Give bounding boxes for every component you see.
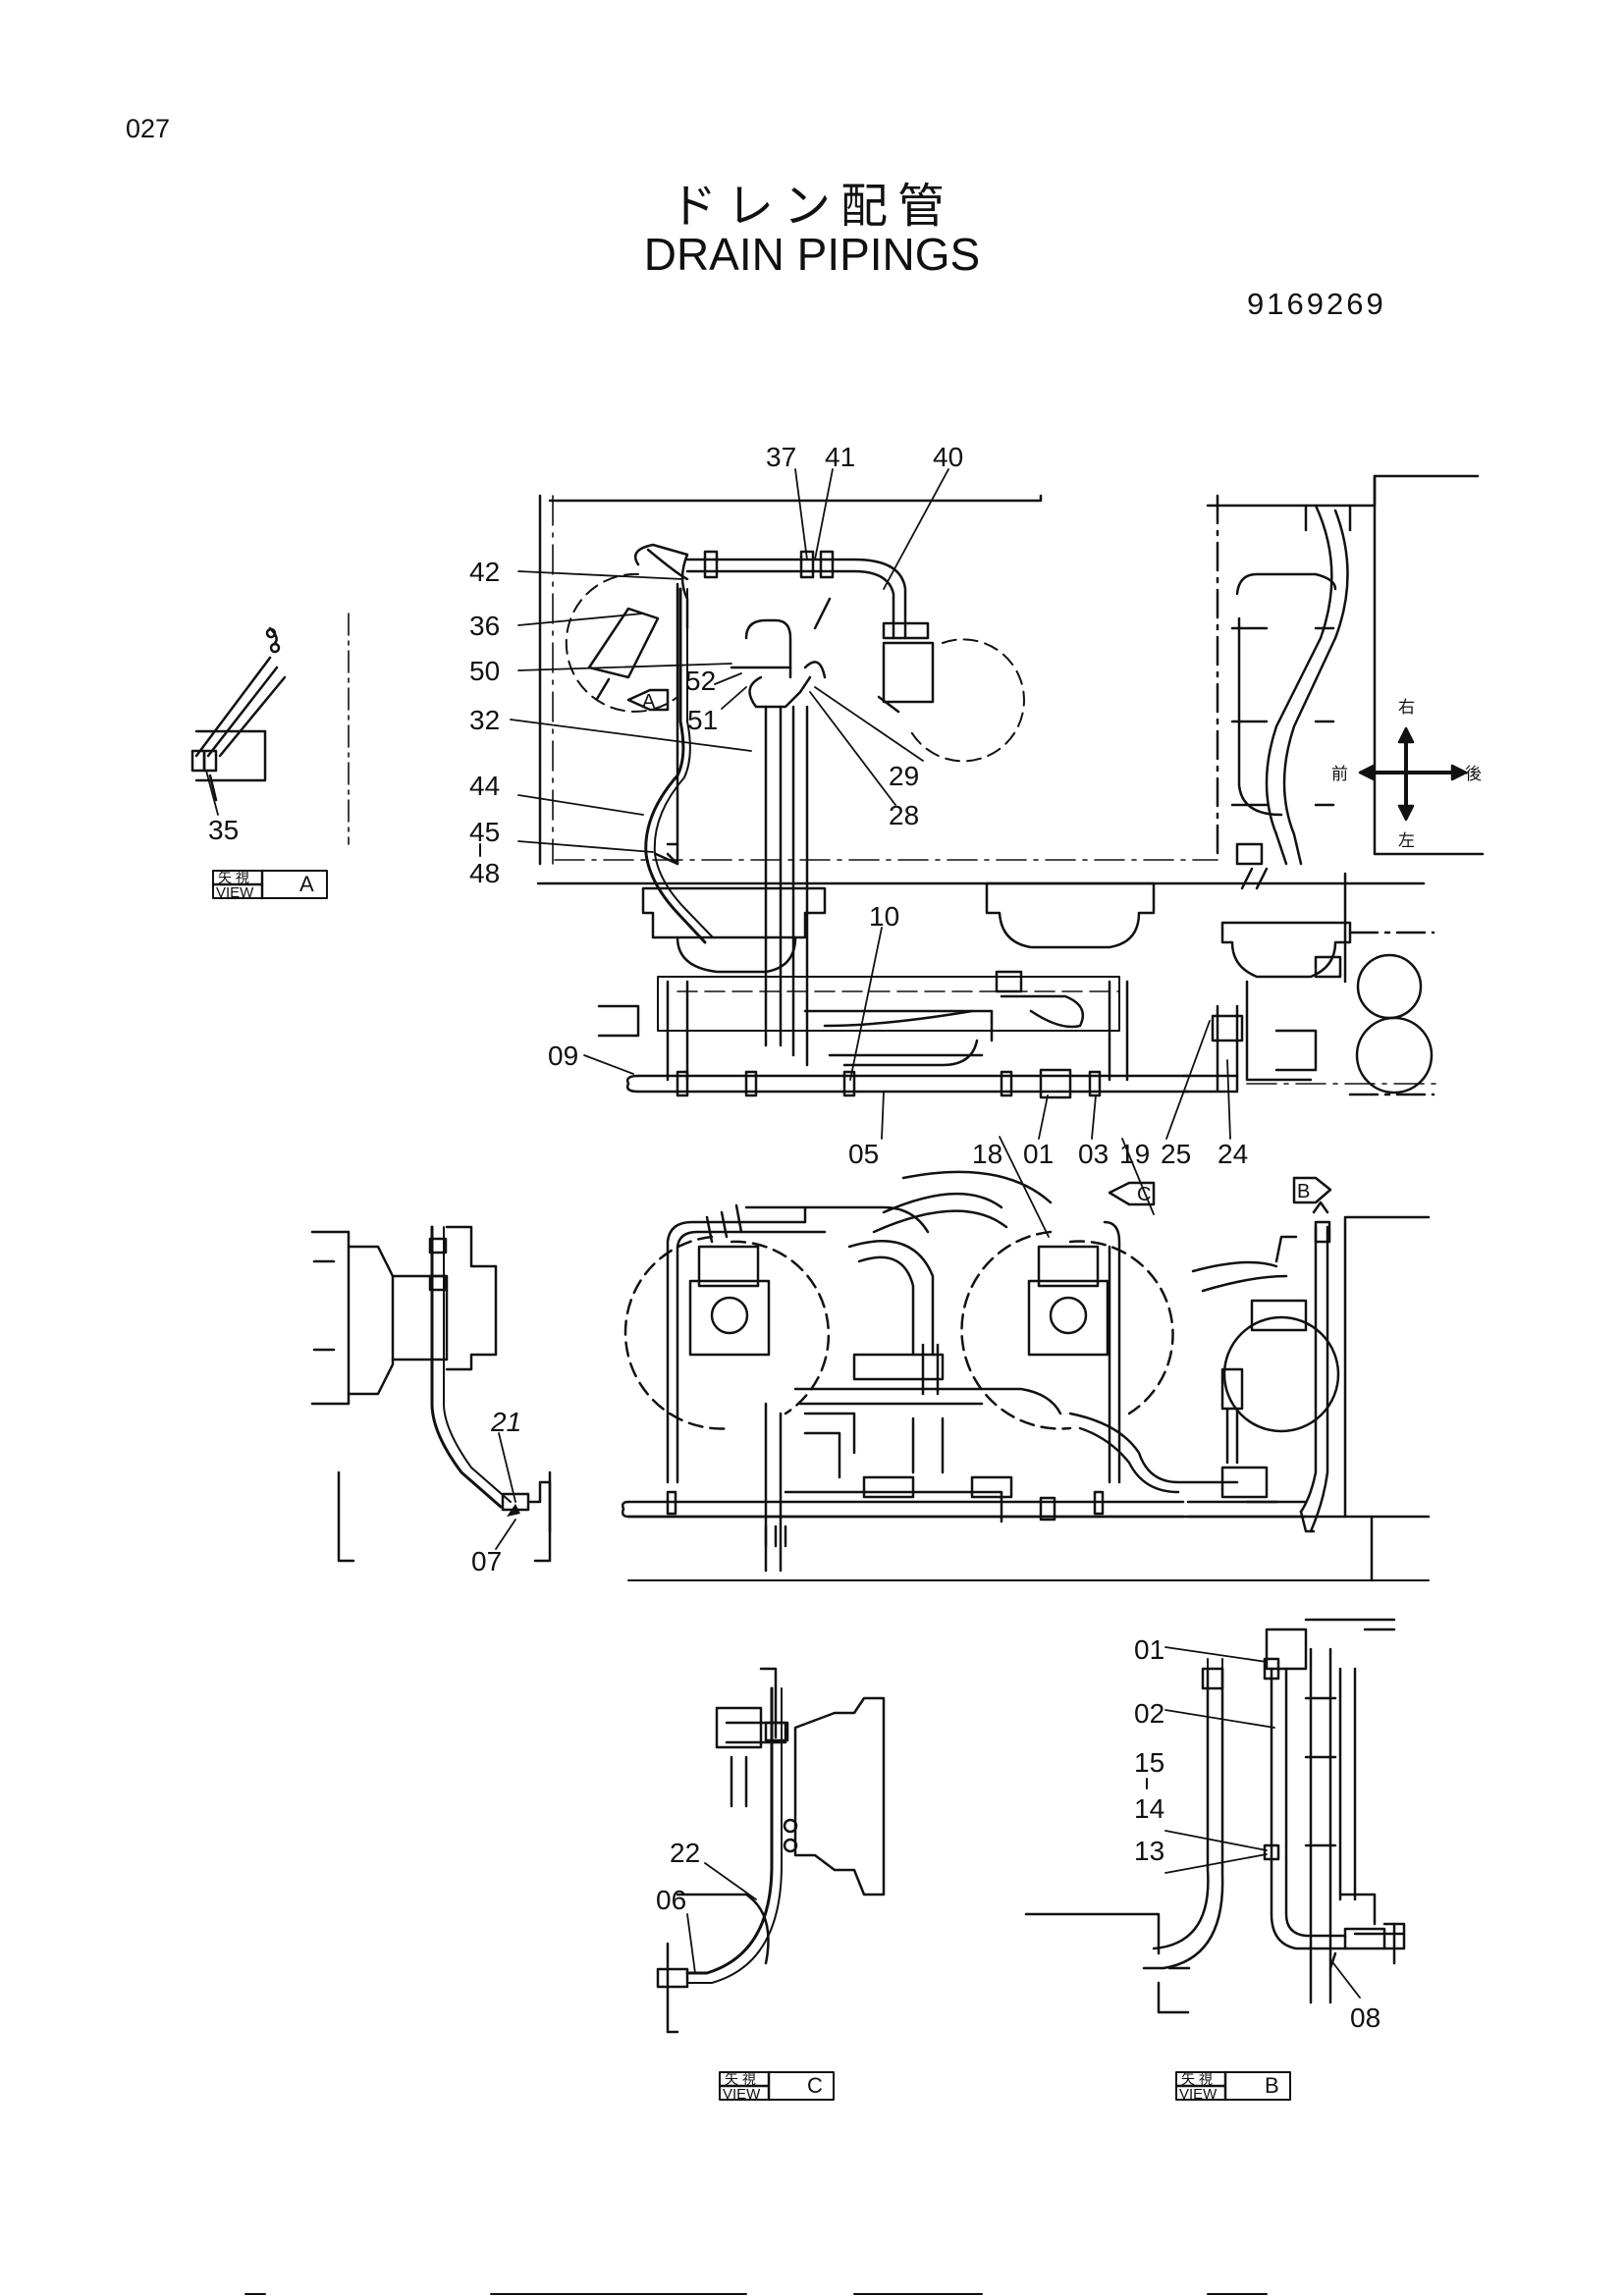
callout-22: 22 (670, 1838, 700, 1868)
page-number: 027 (126, 114, 171, 143)
title-english: DRAIN PIPINGS (643, 229, 981, 280)
title-japanese: ドレン配管 (669, 179, 954, 234)
callout-01: 01 (1023, 1139, 1054, 1169)
callout-50: 50 (469, 656, 500, 686)
callout-42: 42 (469, 557, 500, 587)
callout-44: 44 (469, 771, 500, 801)
callout-05: 05 (848, 1139, 879, 1169)
callout-b08: 08 (1350, 2002, 1380, 2033)
top-view: A 右 左 前 後 (536, 474, 1485, 1099)
callout-b13: 13 (1134, 1836, 1164, 1866)
callout-leaders (205, 468, 1361, 1999)
view-b-detail: 矢 視 VIEW B (1024, 1618, 1406, 2103)
view-b-en: VIEW (1179, 2086, 1218, 2103)
callout-35: 35 (208, 815, 239, 845)
callout-36: 36 (469, 611, 500, 641)
callout-45: 45 (469, 817, 500, 847)
view-a-letter: A (299, 872, 314, 896)
callout-25: 25 (1161, 1139, 1191, 1169)
callout-18: 18 (972, 1139, 1002, 1169)
view-a-detail: 矢 視 VIEW A (190, 613, 350, 901)
middle-view: C B (621, 1170, 1431, 1582)
view-mark-a: A (642, 691, 656, 713)
callout-24: 24 (1218, 1139, 1248, 1169)
callout-numbers: 37 41 40 42 36 50 52 51 32 29 28 44 45 4… (208, 442, 1380, 2033)
flange-view (310, 1225, 552, 1563)
callout-41: 41 (825, 442, 855, 472)
callout-32: 32 (469, 705, 500, 735)
view-b-jp: 矢 視 (1181, 2071, 1213, 2087)
callout-b14: 14 (1134, 1793, 1164, 1824)
direction-left: 左 (1398, 831, 1415, 850)
callout-29: 29 (889, 761, 919, 791)
callout-40: 40 (933, 442, 963, 472)
view-a-en: VIEW (216, 884, 254, 901)
direction-rear: 後 (1465, 765, 1482, 783)
callout-b02: 02 (1134, 1698, 1164, 1729)
callout-10: 10 (869, 901, 899, 932)
callout-09: 09 (548, 1041, 578, 1071)
callout-52: 52 (685, 666, 716, 696)
view-c-en: VIEW (723, 2086, 761, 2103)
callout-21: 21 (490, 1407, 521, 1437)
callout-28: 28 (889, 800, 919, 830)
callout-b15: 15 (1134, 1747, 1164, 1778)
callout-37: 37 (766, 442, 796, 472)
callout-06: 06 (656, 1885, 686, 1915)
view-mark-b: B (1297, 1181, 1310, 1202)
callout-19: 19 (1119, 1139, 1150, 1169)
view-a-jp: 矢 視 (218, 870, 249, 885)
direction-right: 右 (1398, 698, 1415, 717)
direction-front: 前 (1331, 765, 1348, 783)
callout-07: 07 (471, 1546, 502, 1576)
view-b-letter: B (1265, 2073, 1279, 2098)
callout-b01: 01 (1134, 1634, 1164, 1665)
callout-51: 51 (687, 705, 718, 735)
callout-03: 03 (1078, 1139, 1109, 1169)
view-c-jp: 矢 視 (725, 2071, 756, 2087)
callout-48: 48 (469, 858, 500, 888)
view-c-detail: 矢 視 VIEW C (656, 1667, 886, 2103)
view-c-letter: C (807, 2073, 823, 2098)
document-number: 9169269 (1247, 287, 1386, 321)
